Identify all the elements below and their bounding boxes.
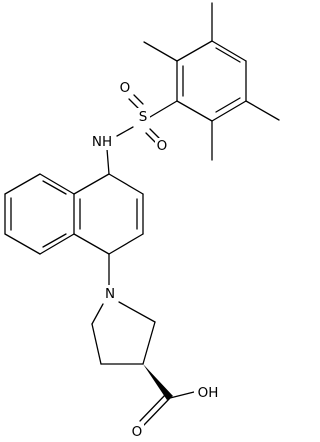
bond [91, 323, 102, 365]
bond [108, 233, 144, 255]
sulfonyl-oxygen-bottom: O [155, 138, 169, 154]
bond [42, 180, 67, 195]
bond [149, 100, 178, 118]
bond [149, 128, 160, 139]
hydroxyl-label: OH [198, 385, 219, 401]
sulfur-atom: S [136, 108, 150, 126]
bond [39, 233, 75, 255]
bond [91, 303, 104, 325]
carbonyl-oxygen-label: O [132, 424, 143, 440]
sulfonyl-oxygen-top-label: O [120, 80, 131, 96]
atom-label-layer: O S O NH N OH O [91, 80, 222, 440]
bond [108, 173, 144, 195]
bond [42, 233, 67, 248]
bond [215, 47, 241, 63]
bond [4, 173, 41, 195]
bond [176, 100, 213, 122]
bond [169, 391, 195, 399]
bond [139, 393, 167, 422]
bond [133, 94, 144, 105]
sulfonyl-oxygen-bottom-label: O [157, 138, 168, 154]
structure-canvas: O S O NH N OH O [4, 2, 280, 440]
bond [118, 301, 156, 323]
pyrrolidine-nitrogen-label: N [105, 286, 115, 302]
bond [106, 148, 110, 175]
sulfur-label: S [139, 109, 148, 125]
stereo-wedge-bond [143, 364, 173, 400]
amide-nh: NH [91, 134, 113, 150]
bond [176, 40, 213, 62]
bond [215, 97, 241, 113]
bond [145, 132, 156, 143]
hydroxyl-group: OH [194, 384, 222, 402]
bond [245, 100, 280, 121]
bond [39, 173, 75, 195]
bond [211, 100, 247, 122]
bond [128, 98, 139, 109]
amide-nh-label: NH [92, 134, 112, 150]
bond-layer [4, 2, 280, 426]
bond [73, 173, 110, 195]
bond [143, 397, 171, 426]
bond [211, 40, 247, 62]
bond [4, 233, 41, 255]
bond [143, 41, 178, 62]
bond [142, 321, 156, 365]
pyrrolidine-nitrogen: N [103, 285, 117, 303]
carbonyl-oxygen: O [130, 424, 144, 440]
bond [73, 233, 110, 255]
sulfonyl-oxygen-top: O [118, 80, 132, 96]
bond [116, 126, 134, 137]
